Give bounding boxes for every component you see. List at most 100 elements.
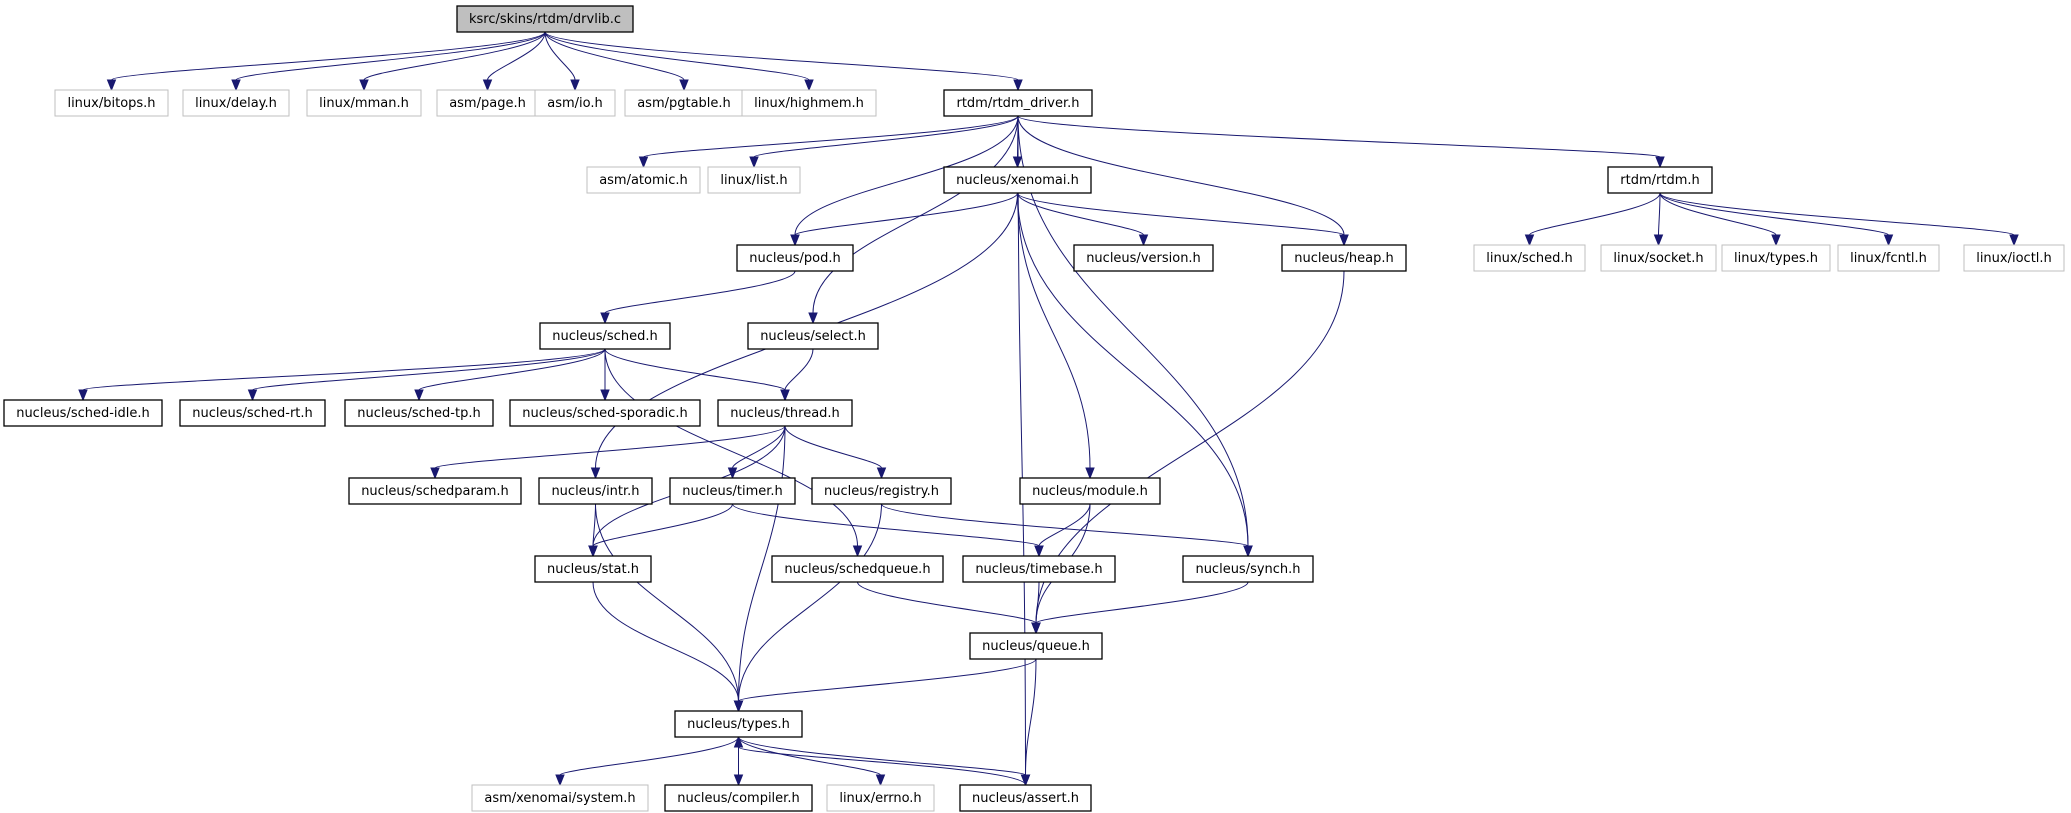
node-label: nucleus/sched-tp.h [357,406,480,421]
node-system: asm/xenomai/system.h [471,784,649,812]
edge-arrowhead [1085,467,1095,480]
node-heap[interactable]: nucleus/heap.h [1281,244,1407,272]
node-sched-tp[interactable]: nucleus/sched-tp.h [344,399,494,427]
node-registry[interactable]: nucleus/registry.h [811,477,952,505]
node-box [539,322,671,350]
node-rtdm[interactable]: rtdm/rtdm.h [1607,166,1713,194]
edge-line [595,503,739,702]
edge-xenomai-to-heap [1017,192,1349,247]
node-compiler[interactable]: nucleus/compiler.h [664,784,813,812]
node-label: linux/sched.h [1486,251,1573,266]
node-label: nucleus/compiler.h [677,791,799,806]
node-box [1963,244,2065,272]
node-label: nucleus/schedparam.h [361,484,509,499]
node-box [436,89,539,117]
edge-arrowhead [733,774,744,787]
edge-arrowhead [852,545,863,558]
node-box [534,555,652,583]
node-intr[interactable]: nucleus/intr.h [538,477,653,505]
node-label: linux/types.h [1734,251,1818,266]
node-box [1073,244,1214,272]
edge-line [812,115,1019,314]
edge-line [592,581,739,702]
node-schedqueue[interactable]: nucleus/schedqueue.h [771,555,944,583]
node-box [959,784,1092,812]
node-atomic: asm/atomic.h [586,166,701,194]
node-box [943,89,1093,117]
node-box [717,399,853,427]
node-box [182,89,290,117]
node-box [1182,555,1314,583]
edge-line [363,31,546,81]
edge-arrowhead [1771,234,1781,247]
node-sched-idle[interactable]: nucleus/sched-idle.h [3,399,163,427]
edge-line [604,348,786,391]
node-label: asm/xenomai/system.h [484,791,635,806]
edge-arrowhead [733,700,744,713]
node-ltypes: linux/types.h [1721,244,1831,272]
node-label: nucleus/timebase.h [975,562,1102,577]
node-timebase[interactable]: nucleus/timebase.h [962,555,1116,583]
edge-arrowhead [414,389,424,402]
node-rtdm-driver[interactable]: rtdm/rtdm_driver.h [943,89,1093,117]
node-lfcntl: linux/fcntl.h [1837,244,1940,272]
node-assert[interactable]: nucleus/assert.h [959,784,1092,812]
edge-arrowhead [1655,156,1665,169]
node-box [811,477,952,505]
edge-arrowhead [808,312,818,325]
node-label: asm/atomic.h [599,173,688,188]
edge-sched-to-sched-sporadic [600,349,610,402]
node-sched-rt[interactable]: nucleus/sched-rt.h [179,399,326,427]
node-box [969,632,1103,660]
edge-rtdm-driver-to-atomic [638,115,1019,169]
node-highmem: linux/highmem.h [741,89,877,117]
edge-arrowhead [231,79,241,92]
node-timer[interactable]: nucleus/timer.h [669,477,796,505]
edge-drvlib-to-page [482,31,546,92]
edge-arrowhead [600,389,610,402]
node-box [586,166,701,194]
edge-line [753,115,1019,158]
edge-line [487,31,546,81]
node-list: linux/list.h [707,166,801,194]
edge-drvlib-to-pgtable [544,31,689,92]
node-queue[interactable]: nucleus/queue.h [969,632,1103,660]
edge-arrowhead [1524,234,1535,247]
node-mman: linux/mman.h [306,89,422,117]
edge-line [738,658,1037,702]
node-synch[interactable]: nucleus/synch.h [1182,555,1314,583]
node-box [1019,477,1161,505]
node-drvlib[interactable]: ksrc/skins/rtdm/drvlib.c [456,5,634,33]
node-schedparam[interactable]: nucleus/schedparam.h [348,477,522,505]
node-stat[interactable]: nucleus/stat.h [534,555,652,583]
node-sched[interactable]: nucleus/sched.h [539,322,671,350]
node-box [736,244,854,272]
edge-line [434,425,786,469]
node-select[interactable]: nucleus/select.h [747,322,879,350]
edge-arrowhead [804,79,814,92]
edge-line [1659,192,1777,236]
node-box [1600,244,1717,272]
node-label: nucleus/thread.h [730,406,840,421]
edge-line [111,31,546,81]
edge-xenomai-to-version [1017,192,1149,247]
edge-arrowhead [638,156,649,169]
edge-drvlib-to-bitops [106,31,546,92]
node-version[interactable]: nucleus/version.h [1073,244,1214,272]
edge-line [1017,192,1249,547]
node-label: nucleus/queue.h [982,639,1090,654]
edge-line [1038,503,1091,547]
node-label: nucleus/select.h [760,329,866,344]
node-xenomai[interactable]: nucleus/xenomai.h [943,166,1092,194]
node-types[interactable]: nucleus/types.h [674,710,803,738]
node-label: linux/delay.h [195,96,277,111]
node-thread[interactable]: nucleus/thread.h [717,399,853,427]
node-module[interactable]: nucleus/module.h [1019,477,1161,505]
edge-line [1035,581,1040,624]
node-label: linux/errno.h [839,791,921,806]
node-sched-sporadic[interactable]: nucleus/sched-sporadic.h [509,399,701,427]
node-pod[interactable]: nucleus/pod.h [736,244,854,272]
edge-line [857,581,1037,624]
edge-line [643,115,1019,158]
edge-arrowhead [780,389,790,402]
